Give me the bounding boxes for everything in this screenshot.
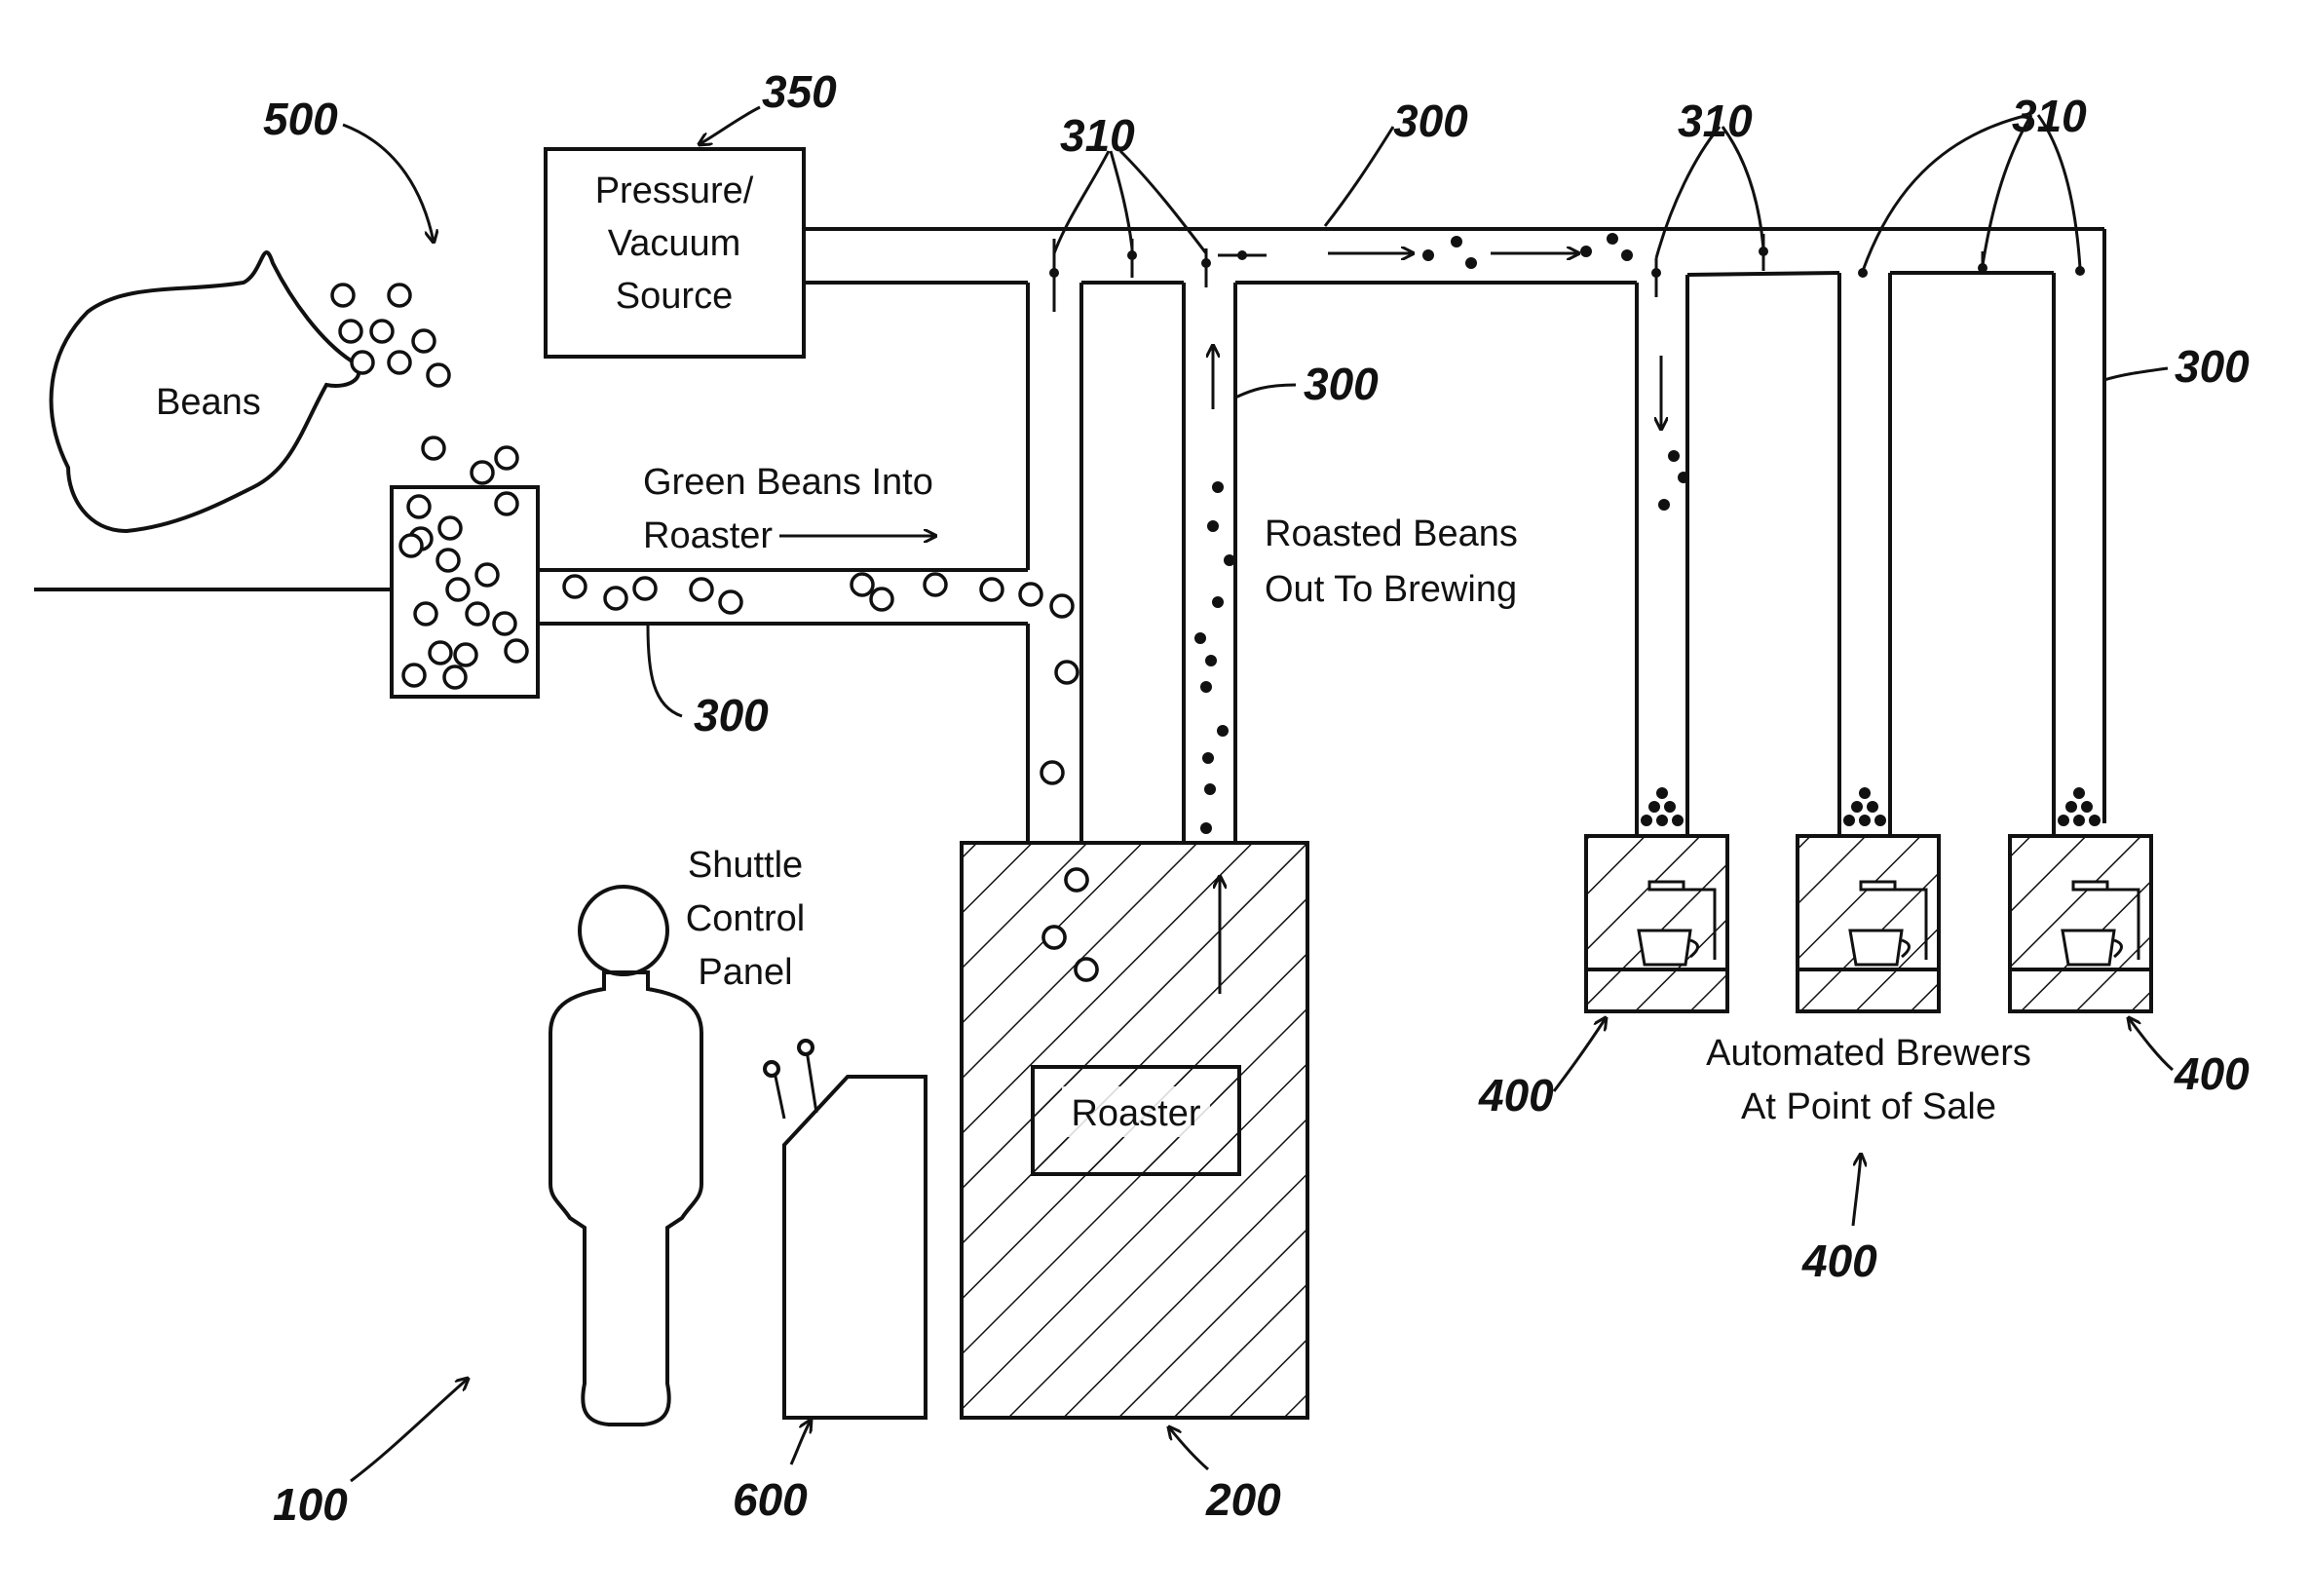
green-beans-label-2: Roaster [643, 515, 773, 556]
ref-500: 500 [263, 94, 338, 144]
falling-green-beans [332, 285, 517, 483]
ref-310-left: 310 [1060, 110, 1135, 161]
shuttle-label-1: Shuttle [688, 845, 803, 886]
green-beans-label-1: Green Beans Into [643, 462, 933, 503]
brewer-2 [1798, 836, 1939, 1011]
hopper [34, 487, 538, 697]
pressure-vacuum-source: Pressure/ Vacuum Source [546, 149, 804, 357]
ref-300-outlet: 300 [1304, 359, 1379, 409]
brewers-label-2: At Point of Sale [1741, 1086, 1996, 1127]
shuttle-control-panel: Shuttle Control Panel [686, 845, 926, 1418]
ref-350: 350 [762, 66, 837, 117]
brewer-1 [1586, 836, 1727, 1011]
ref-400-right: 400 [2174, 1048, 2250, 1099]
ref-300-top: 300 [1393, 95, 1468, 146]
brewers-label-1: Automated Brewers [1706, 1033, 2031, 1074]
shuttle-label-2: Control [686, 898, 806, 939]
ref-400-bottom: 400 [1801, 1235, 1877, 1286]
pressure-label-2: Vacuum [608, 223, 741, 264]
ref-400-left: 400 [1478, 1070, 1554, 1121]
shuttle-label-3: Panel [698, 952, 792, 993]
operator-figure [550, 887, 701, 1425]
roasted-beans-label-1: Roasted Beans [1265, 513, 1518, 554]
roaster: Roaster [962, 843, 1307, 1418]
brewer-3 [2010, 836, 2151, 1011]
ref-310-middle: 310 [1678, 95, 1753, 146]
bean-bag: Beans [52, 252, 360, 531]
beans-label: Beans [156, 382, 261, 423]
ref-100: 100 [273, 1479, 348, 1530]
pressure-label-3: Source [616, 276, 733, 317]
roaster-label: Roaster [1071, 1093, 1200, 1134]
pressure-label-1: Pressure/ [595, 171, 754, 211]
ref-310-right: 310 [2012, 91, 2087, 141]
ref-600: 600 [733, 1474, 808, 1525]
ref-300-right: 300 [2175, 341, 2250, 392]
ref-200: 200 [1205, 1474, 1281, 1525]
roasted-beans-label-2: Out To Brewing [1265, 569, 1517, 610]
ref-300-green: 300 [694, 690, 769, 741]
